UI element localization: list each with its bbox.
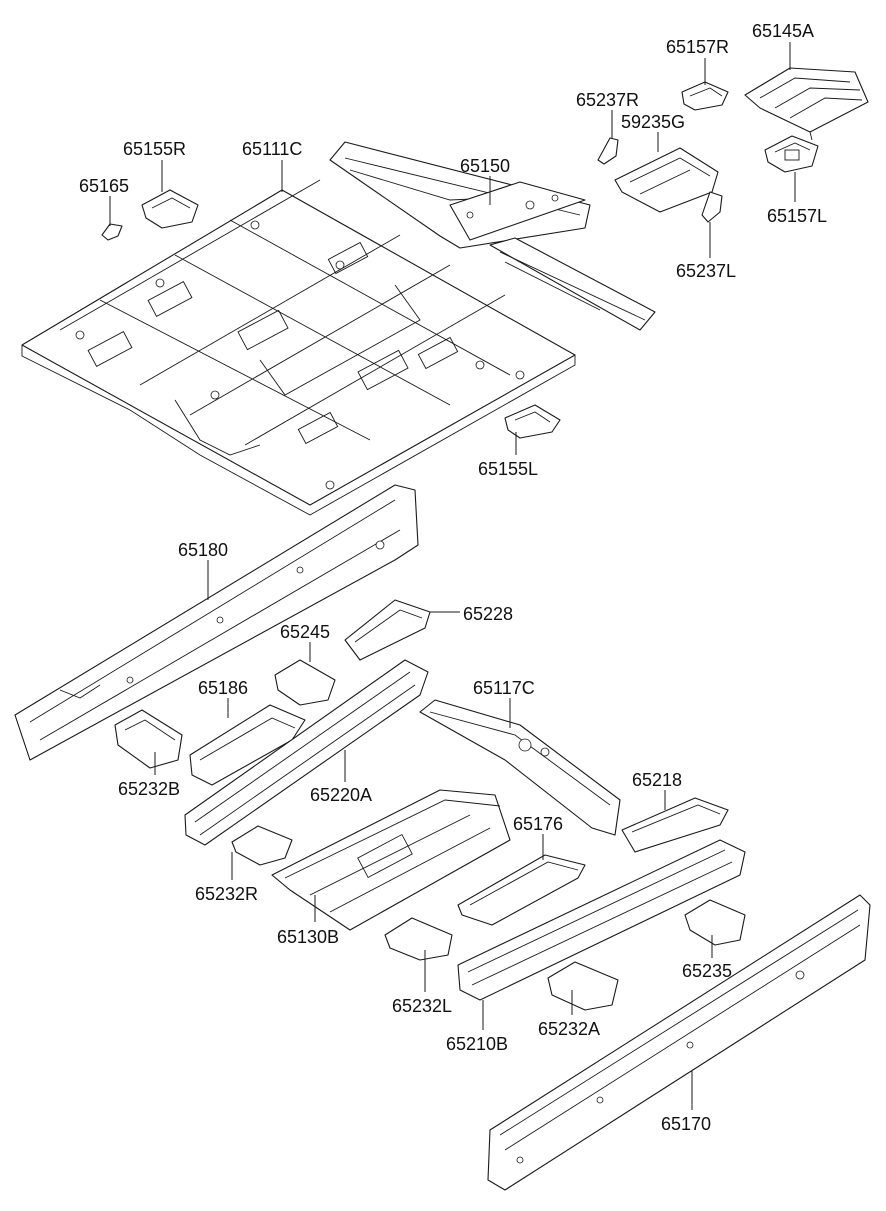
callout-65186: 65186 (198, 678, 248, 698)
callout-65228: 65228 (463, 604, 513, 624)
callout-65117c: 65117C (473, 678, 535, 698)
callout-65235: 65235 (682, 961, 732, 981)
part-65245-bracket[interactable] (274, 659, 336, 706)
callout-65111c: 65111C (242, 139, 302, 159)
callout-65232l: 65232L (392, 996, 452, 1016)
part-65237r-bracket[interactable] (597, 137, 619, 165)
callout-65245: 65245 (280, 622, 330, 642)
part-65117c-crossmember[interactable] (419, 699, 621, 836)
part-65232b-bracket[interactable] (114, 709, 183, 769)
callout-65232b: 65232B (118, 779, 180, 799)
part-65111c-floor-pan[interactable] (21, 179, 576, 516)
part-65218-reinforcement[interactable] (621, 797, 729, 853)
callout-65180: 65180 (178, 540, 228, 560)
part-65145a-rear-panel[interactable] (744, 67, 869, 141)
callout-65232r: 65232R (195, 884, 258, 904)
callout-65218: 65218 (632, 770, 682, 790)
part-65232r-bracket[interactable] (231, 825, 293, 866)
leader-lines (109, 42, 796, 1110)
part-65180-side-sill[interactable] (14, 484, 419, 761)
callout-labels: 65145A 65157R 65237R 59235G 65155R 65111… (79, 21, 827, 1134)
part-65170-side-sill[interactable] (487, 894, 871, 1191)
callout-65155r: 65155R (123, 139, 186, 159)
callout-65237l: 65237L (676, 261, 736, 281)
part-65237l-bracket[interactable] (701, 191, 723, 223)
callout-65237r: 65237R (576, 90, 639, 110)
part-59235g-panel[interactable] (614, 147, 719, 213)
callout-65210b: 65210B (446, 1034, 508, 1054)
callout-65165: 65165 (79, 176, 129, 196)
part-65157r-bracket[interactable] (681, 81, 729, 111)
callout-65232a: 65232A (538, 1019, 600, 1039)
part-65235-bracket[interactable] (684, 899, 746, 946)
callout-65170: 65170 (661, 1114, 711, 1134)
part-65176-panel[interactable] (457, 854, 586, 926)
callout-65220a: 65220A (310, 785, 372, 805)
part-65210b-member[interactable] (457, 839, 746, 1001)
callout-65150: 65150 (460, 156, 510, 176)
part-65228-reinforcement[interactable] (344, 599, 431, 661)
part-65220a-member[interactable] (184, 659, 429, 846)
part-65155r-bracket[interactable] (141, 189, 199, 229)
callout-65157l: 65157L (767, 206, 827, 226)
callout-65157r: 65157R (666, 37, 729, 57)
part-65130b-rear-floor[interactable] (271, 789, 511, 931)
callout-65176: 65176 (513, 814, 563, 834)
part-65155l-bracket[interactable] (504, 404, 561, 439)
part-65232a-bracket[interactable] (547, 961, 619, 1011)
part-65232l-bracket[interactable] (384, 917, 453, 961)
part-65150-crossmember[interactable] (329, 141, 656, 331)
callout-65145a: 65145A (752, 21, 814, 41)
callout-65130b: 65130B (277, 927, 339, 947)
part-65165-clip[interactable] (101, 223, 123, 241)
callout-59235g: 59235G (621, 112, 685, 132)
part-65157l-bracket[interactable] (764, 135, 819, 173)
callout-65155l: 65155L (478, 459, 538, 479)
